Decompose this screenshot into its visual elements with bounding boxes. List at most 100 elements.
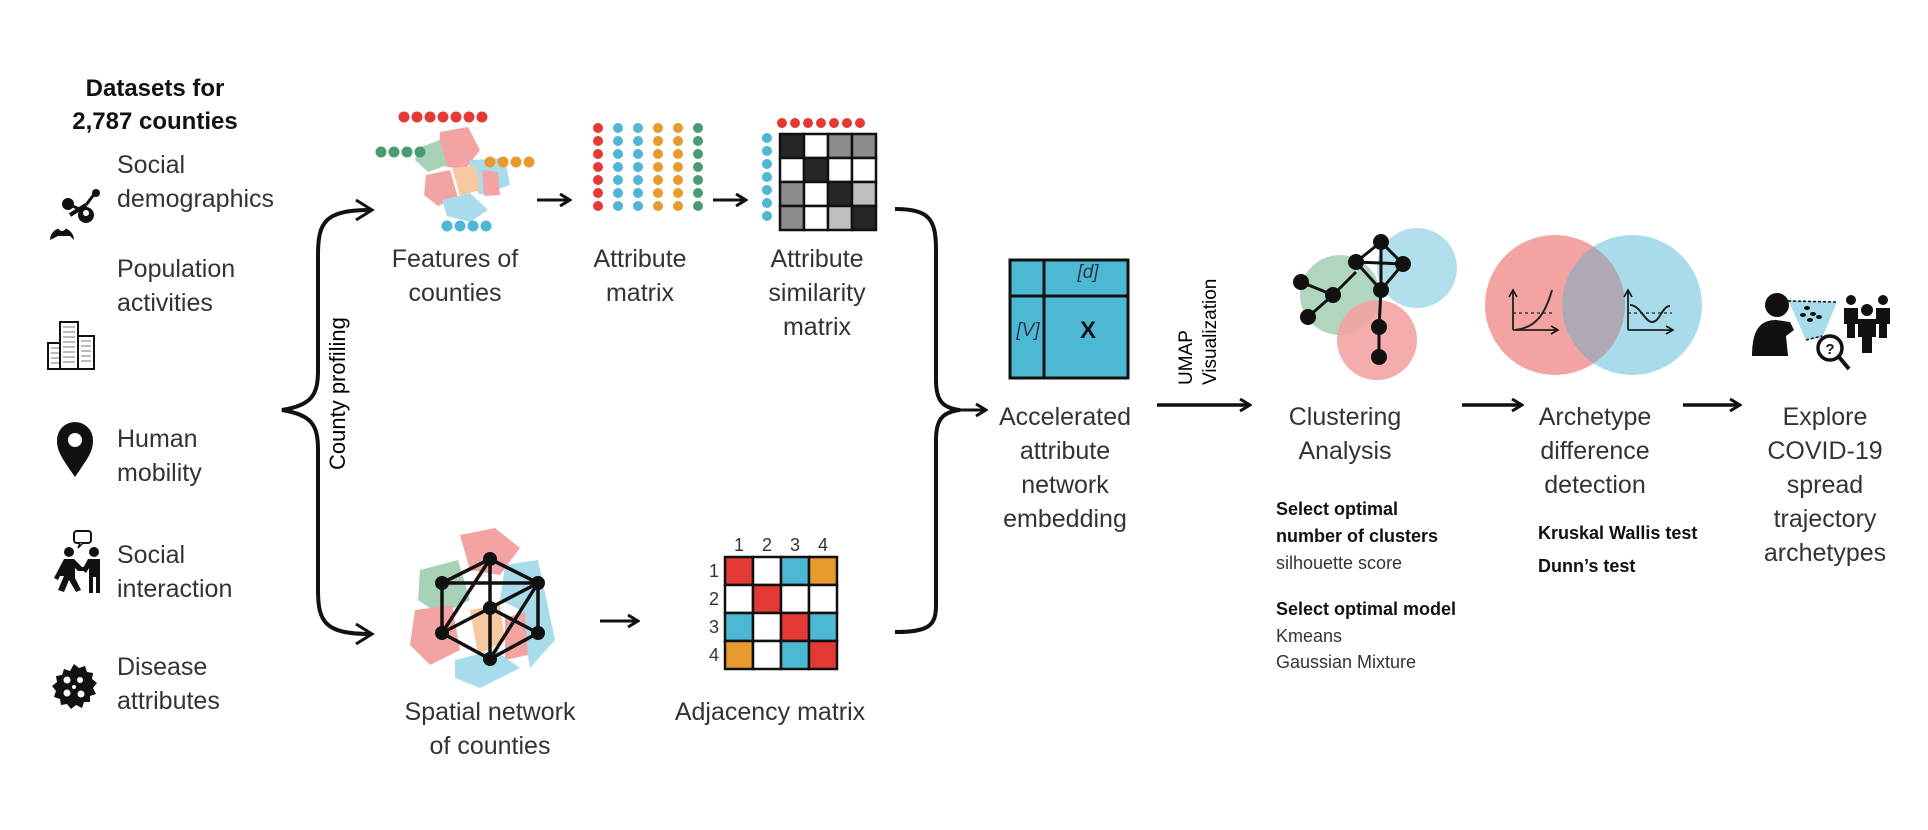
attribute-dot — [633, 149, 643, 159]
similarity-cell — [778, 156, 806, 184]
attribute-dot — [613, 123, 623, 133]
similarity-cell — [850, 156, 878, 184]
adjacency-cell — [751, 555, 783, 587]
attribute-dot — [693, 123, 703, 133]
similarity-cell — [826, 156, 854, 184]
similarity-cell — [850, 132, 878, 160]
adjacency-cell — [779, 555, 811, 587]
adjacency-row-header: 4 — [709, 645, 719, 665]
attribute-dot — [653, 136, 663, 146]
adjacency-cell — [779, 583, 811, 615]
similarity-cell — [826, 180, 854, 208]
similarity-cell — [778, 204, 806, 232]
attribute-dot — [653, 201, 663, 211]
adjacency-row-header: 1 — [709, 561, 719, 581]
clustering-label: Clustering Analysis — [1288, 403, 1402, 465]
clustering-heading-clusters: Select optimal — [1276, 499, 1399, 519]
exponential-chart-icon — [1508, 288, 1560, 335]
attribute-dot — [673, 136, 683, 146]
attribute-dot — [633, 188, 643, 198]
attribute-dot — [653, 188, 663, 198]
adjacency-cell — [807, 611, 839, 643]
datasets-title: Datasets for 2,787 counties — [72, 75, 238, 135]
dataset-label-population-activities: Population activities — [117, 255, 236, 317]
location-pin-icon — [57, 422, 93, 477]
social-interaction-icon — [54, 530, 100, 593]
attribute-dot — [673, 188, 683, 198]
clustering-metric: silhouette score — [1276, 553, 1403, 573]
question-mark: ? — [1825, 341, 1834, 358]
attribute-dot — [613, 188, 623, 198]
features-of-counties-icon — [375, 111, 535, 232]
adjacency-cell — [807, 639, 839, 671]
dataset-label-social-demographics: Social demographics — [117, 151, 275, 213]
population-activities-icon — [47, 321, 95, 370]
attribute-dot — [593, 175, 603, 185]
clustering-icon — [1293, 228, 1457, 380]
adjacency-row-header: 2 — [709, 589, 719, 609]
embedding-v-label: [V] — [1016, 320, 1040, 341]
similarity-cell — [778, 132, 806, 160]
dataset-label-human-mobility: Human mobility — [117, 425, 202, 487]
test-kruskal-wallis: Kruskal Wallis test — [1538, 523, 1698, 543]
virus-icon — [52, 664, 97, 709]
attribute-dot — [653, 123, 663, 133]
people-group-icon — [1844, 295, 1890, 353]
clustering-model-gmm: Gaussian Mixture — [1276, 652, 1417, 672]
attribute-dot — [633, 162, 643, 172]
attribute-dot — [653, 175, 663, 185]
adjacency-cell — [807, 583, 839, 615]
attribute-dot — [673, 149, 683, 159]
similarity-dots-red — [777, 118, 865, 128]
similarity-cell — [826, 132, 854, 160]
attribute-dot — [653, 149, 663, 159]
spatial-network-icon — [410, 528, 555, 688]
attribute-dot — [593, 201, 603, 211]
adjacency-cell — [779, 639, 811, 671]
dataset-label-disease-attributes: Disease attributes — [117, 653, 220, 715]
attribute-dot — [613, 149, 623, 159]
features-of-counties-label: Features of counties — [391, 245, 519, 307]
clustering-heading-model: Select optimal model — [1276, 599, 1457, 619]
similarity-cell — [850, 204, 878, 232]
adjacency-cell — [807, 555, 839, 587]
similarity-cell — [802, 156, 830, 184]
attribute-dot — [673, 123, 683, 133]
attribute-dot — [693, 149, 703, 159]
similarity-matrix-icon — [762, 118, 878, 232]
explore-researcher-icon: ? — [1752, 293, 1851, 371]
similarity-cell — [802, 180, 830, 208]
umap-label-line2: Visualization — [1200, 279, 1221, 385]
attribute-dot — [613, 162, 623, 172]
archetype-tests: Kruskal Wallis test Dunn’s test — [1538, 520, 1697, 580]
adjacency-col-header: 2 — [762, 535, 772, 555]
clustering-heading-clusters-2: number of clusters — [1276, 526, 1439, 546]
attribute-dot — [633, 136, 643, 146]
attribute-matrix-icon — [593, 123, 703, 211]
archetype-label: Archetype difference detection — [1538, 403, 1652, 499]
embedding-d-label: [d] — [1077, 262, 1099, 283]
attribute-dot — [593, 136, 603, 146]
attribute-dot — [593, 149, 603, 159]
feature-dots-blue — [441, 220, 492, 232]
county-profiling-brace — [281, 198, 375, 646]
county-profiling-label: County profiling — [325, 317, 350, 470]
similarity-cell — [802, 204, 830, 232]
feature-dots-green — [375, 146, 426, 158]
attribute-dot — [613, 175, 623, 185]
attribute-dot — [593, 123, 603, 133]
similarity-cell — [802, 132, 830, 160]
adjacency-col-header: 1 — [734, 535, 744, 555]
dataset-label-social-interaction: Social interaction — [117, 541, 233, 603]
feature-dots-red — [398, 111, 488, 123]
explore-label: Explore COVID-19 spread trajectory arche… — [1763, 403, 1887, 567]
feature-dots-orange — [484, 156, 535, 168]
adjacency-cell — [779, 611, 811, 643]
merge-brace — [894, 207, 986, 634]
archetype-venn-icon — [1485, 235, 1702, 375]
attribute-dot — [653, 162, 663, 172]
adjacency-col-header: 4 — [818, 535, 828, 555]
social-demographics-icon — [50, 189, 100, 240]
attribute-dot — [613, 136, 623, 146]
adjacency-col-header: 3 — [790, 535, 800, 555]
